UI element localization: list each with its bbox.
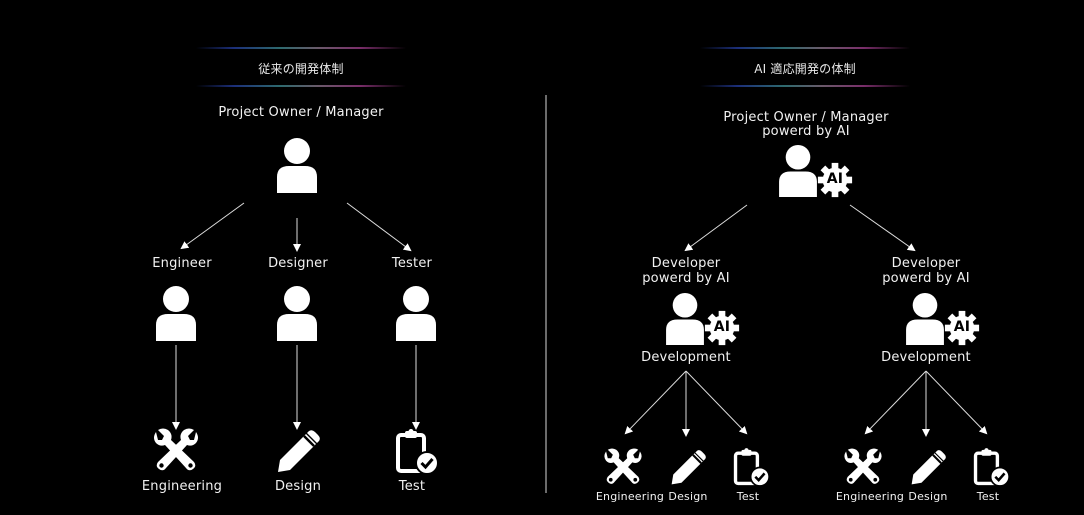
clipboard-check-icon <box>395 429 439 475</box>
arrow-dev2-to-test <box>925 370 988 435</box>
tools-icon <box>150 428 202 474</box>
right-section-title: AI 適応開発の体制 <box>754 62 856 76</box>
left-section-title: 従来の開発体制 <box>258 62 344 76</box>
arrow-dev1-to-test <box>685 370 748 435</box>
tools-icon <box>601 448 645 487</box>
tools-icon <box>841 448 885 487</box>
pencil-icon <box>670 450 706 486</box>
developer-2-person-icon <box>904 292 946 345</box>
developer-1-person-icon <box>664 292 706 345</box>
header-gradient-line-top <box>700 47 910 49</box>
clipboard-check-icon <box>733 448 770 487</box>
designer-person-icon <box>275 285 319 341</box>
header-gradient-line-bottom <box>700 85 910 87</box>
role-label-designer: Designer <box>268 256 328 271</box>
role-label-engineer: Engineer <box>152 256 212 271</box>
right-owner-label-line2: powerd by AI <box>762 124 850 139</box>
pencil-icon <box>276 430 320 474</box>
developer-2-label-line2: powerd by AI <box>882 271 970 286</box>
right-owner-label-line1: Project Owner / Manager <box>723 110 889 125</box>
output-label-engineering: Engineering <box>141 479 223 494</box>
output-label-engineering: Engineering <box>595 490 665 503</box>
output-label-engineering: Engineering <box>835 490 905 503</box>
owner-person-icon <box>275 137 319 193</box>
output-label-test: Test <box>736 490 760 503</box>
header-gradient-line-top <box>196 47 406 49</box>
tester-person-icon <box>394 285 438 341</box>
developer-1-label-line1: Developer <box>651 256 721 271</box>
pencil-icon <box>910 450 946 486</box>
developer-1-label-line2: powerd by AI <box>642 271 730 286</box>
engineer-person-icon <box>154 285 198 341</box>
developer-1-activity: Development <box>641 350 731 365</box>
arrow-owner-to-developer-1 <box>684 204 748 252</box>
role-label-tester: Tester <box>391 256 433 271</box>
output-label-design: Design <box>668 490 708 503</box>
developer-2-activity: Development <box>881 350 971 365</box>
arrow-dev1-to-engineering <box>624 370 687 435</box>
arrow-owner-to-tester <box>346 202 412 252</box>
left-owner-label: Project Owner / Manager <box>218 105 384 120</box>
developer-2-label-line1: Developer <box>891 256 961 271</box>
owner-person-icon <box>777 144 819 197</box>
output-label-design: Design <box>274 479 322 494</box>
arrow-dev2-to-engineering <box>864 370 927 435</box>
output-label-test: Test <box>398 479 426 494</box>
ai-badge-text: AI <box>713 319 731 335</box>
ai-badge-text: AI <box>953 319 971 335</box>
ai-badge-text: AI <box>826 171 844 187</box>
output-label-design: Design <box>908 490 948 503</box>
section-divider <box>545 95 547 493</box>
output-label-test: Test <box>976 490 1000 503</box>
arrow-owner-to-developer-2 <box>849 204 916 252</box>
header-gradient-line-bottom <box>196 85 406 87</box>
arrow-owner-to-engineer <box>180 202 245 250</box>
clipboard-check-icon <box>973 448 1010 487</box>
